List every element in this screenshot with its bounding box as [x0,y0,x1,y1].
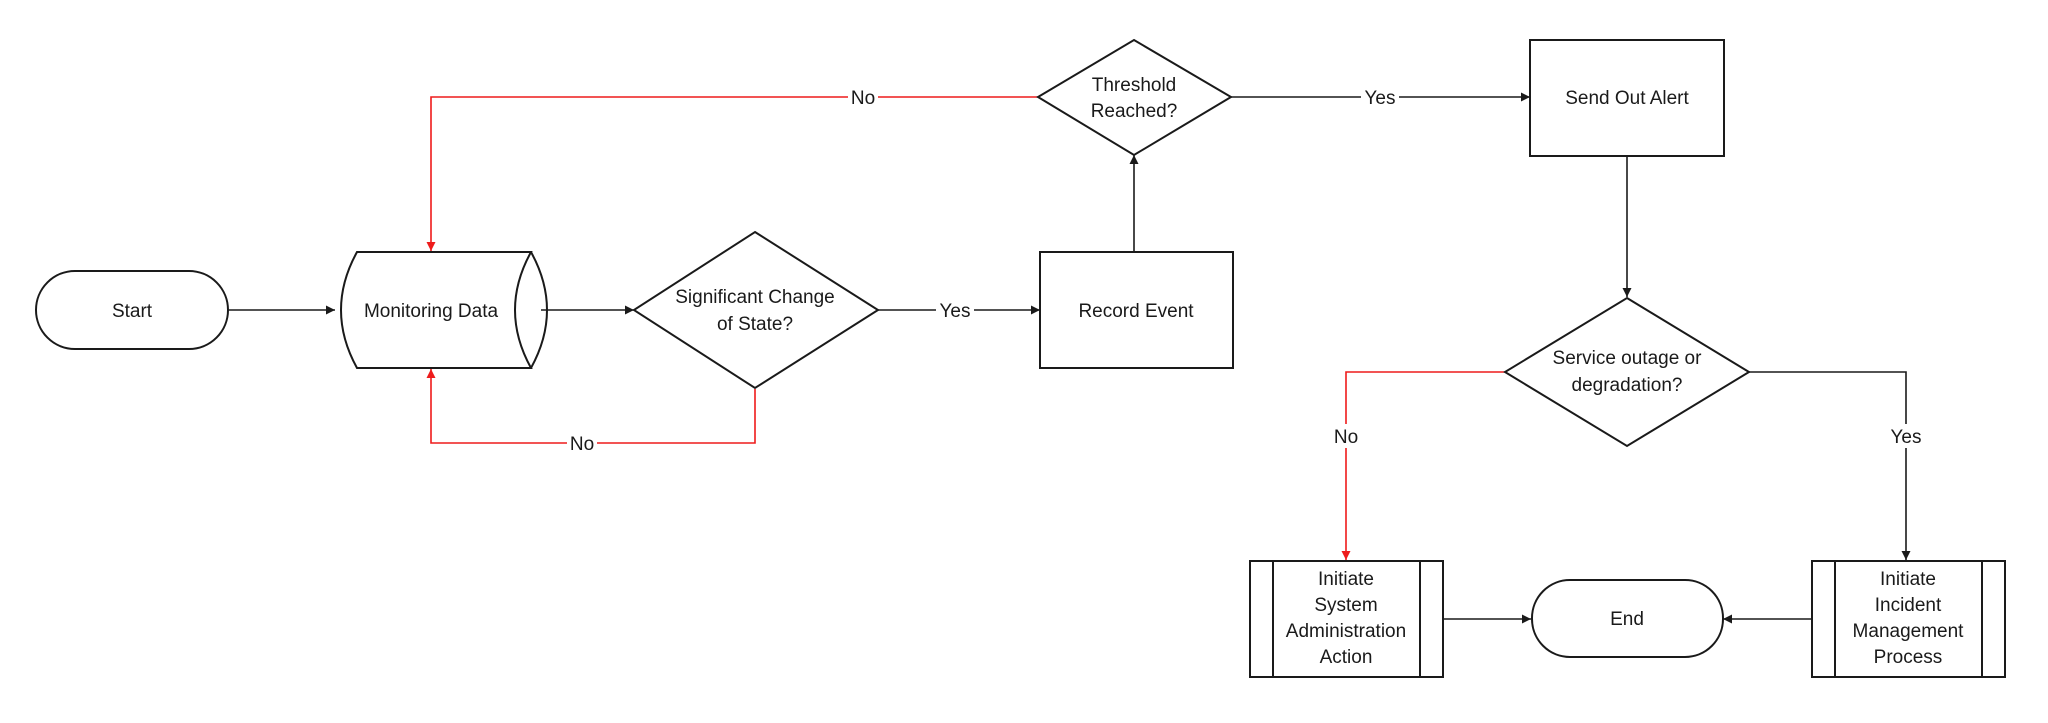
monitoring-data-node: Monitoring Data [340,251,548,369]
threshold-label-line2: Reached? [1091,101,1178,122]
end-label: End [1610,609,1644,630]
nodes: Start Monitoring Data Significant Change… [35,38,2006,678]
edge-label-outage-yes: Yes [1891,427,1922,448]
edge-outage-no [1341,371,1505,560]
service-outage-label-line1: Service outage or [1553,348,1703,369]
significant-change-decision: Significant Change of State? [632,230,880,390]
system-administration-label-line1: Initiate [1318,569,1374,590]
system-administration-label-line4: Action [1320,647,1373,668]
record-event-node: Record Event [1039,251,1234,369]
edges [229,92,1911,624]
service-outage-label-line2: degradation? [1572,375,1683,396]
start-label: Start [112,301,153,322]
incident-management-label-line3: Management [1853,621,1965,642]
record-event-label: Record Event [1078,301,1194,322]
threshold-decision: Threshold Reached? [1036,38,1233,157]
service-outage-decision: Service outage or degradation? [1503,296,1751,448]
end-node: End [1531,579,1724,658]
system-administration-label-line2: System [1314,595,1377,616]
edge-threshold-no [426,96,1038,251]
system-administration-label-line3: Administration [1286,621,1406,642]
edge-label-significant-yes: Yes [940,301,971,322]
significant-change-label-line2: of State? [717,314,793,335]
significant-change-label-line1: Significant Change [675,287,835,308]
incident-management-label-line4: Process [1874,647,1943,668]
edge-outage-yes [1749,371,1911,560]
system-administration-node: Initiate System Administration Action [1249,560,1444,678]
send-out-alert-node: Send Out Alert [1529,39,1725,157]
start-node: Start [35,270,229,350]
incident-management-node: Initiate Incident Management Process [1811,560,2006,678]
incident-management-label-line1: Initiate [1880,569,1936,590]
edge-labels: Yes No No Yes No Yes [567,85,1925,455]
edge-label-outage-no: No [1334,427,1358,448]
threshold-label-line1: Threshold [1092,75,1177,96]
incident-management-label-line2: Incident [1875,595,1942,616]
edge-label-significant-no: No [570,434,594,455]
edge-label-threshold-yes: Yes [1365,88,1396,109]
monitoring-data-label: Monitoring Data [364,301,499,322]
send-out-alert-label: Send Out Alert [1565,88,1689,109]
edge-label-threshold-no: No [851,88,875,109]
